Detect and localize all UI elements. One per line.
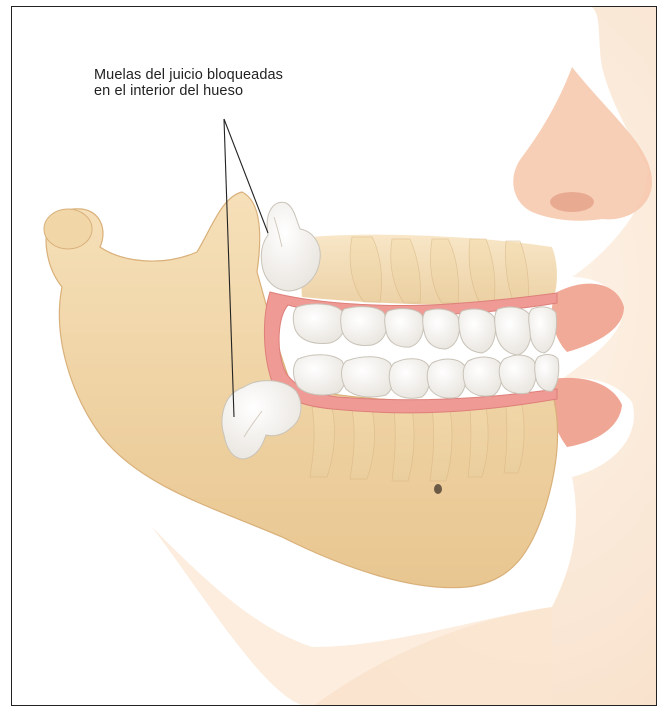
nostril — [550, 192, 594, 212]
upper-molar-2 — [341, 307, 387, 346]
illustration-frame: Muelas del juicio bloqueadas en el inter… — [11, 6, 657, 706]
lower-molar-1 — [294, 355, 346, 395]
jaw-illustration — [12, 7, 657, 706]
upper-molar-1 — [293, 304, 344, 344]
lower-premolar-2 — [427, 359, 466, 398]
upper-wisdom-tooth — [261, 202, 320, 291]
lower-canine — [463, 357, 502, 396]
condyle — [44, 209, 92, 249]
caption-line-2: en el interior del hueso — [94, 83, 283, 99]
upper-premolar-1 — [385, 309, 424, 347]
lower-incisor-front — [535, 355, 559, 392]
lower-lip — [549, 378, 622, 447]
caption-label: Muelas del juicio bloqueadas en el inter… — [94, 67, 283, 99]
caption-line-1: Muelas del juicio bloqueadas — [94, 67, 283, 83]
upper-premolar-2 — [423, 309, 460, 349]
upper-incisor-front — [529, 307, 557, 353]
lower-premolar-1 — [389, 359, 430, 399]
lower-molar-2 — [342, 357, 394, 397]
upper-canine — [459, 309, 496, 353]
upper-incisor — [495, 307, 532, 355]
upper-teeth — [293, 304, 556, 355]
lower-teeth — [294, 355, 559, 399]
mental-foramen — [434, 484, 442, 494]
lower-incisor — [499, 355, 536, 394]
